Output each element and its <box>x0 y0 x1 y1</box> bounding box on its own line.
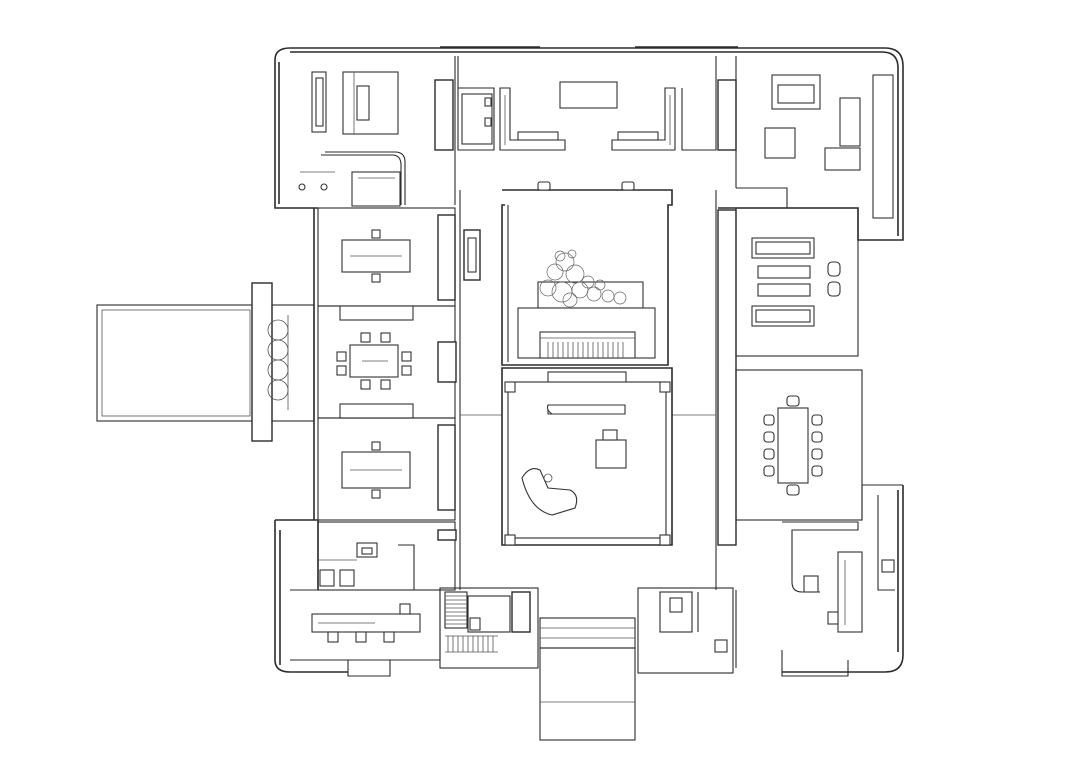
gallery-room <box>501 367 673 546</box>
bed <box>342 71 399 135</box>
entry-bridge-west <box>96 282 315 442</box>
office-bottom-left <box>290 589 441 677</box>
conference-table <box>777 407 809 484</box>
bedroom-bottom-right <box>735 484 903 677</box>
bath-bottom-center <box>637 587 734 674</box>
building-outline <box>274 46 904 673</box>
bed <box>837 551 863 633</box>
living-top-right <box>717 56 894 219</box>
dining-left <box>317 305 457 419</box>
stair-core <box>439 587 539 669</box>
tree-icon <box>539 249 627 308</box>
lounge-right <box>717 207 862 546</box>
garden-court <box>501 181 673 366</box>
lounge-chair <box>521 468 578 516</box>
meeting-room <box>735 369 863 521</box>
bath-bottom-left <box>275 519 457 591</box>
shelf <box>872 74 894 219</box>
coffee-table <box>764 127 796 159</box>
kitchen-top <box>457 56 717 151</box>
armchair-set <box>839 97 861 147</box>
bedroom-top-left <box>298 56 456 207</box>
entry-bridge-south <box>539 617 636 741</box>
kitchen-island <box>559 81 618 109</box>
study-left-2 <box>317 417 456 521</box>
central-courtyard <box>459 190 717 590</box>
pedestal <box>595 439 627 469</box>
